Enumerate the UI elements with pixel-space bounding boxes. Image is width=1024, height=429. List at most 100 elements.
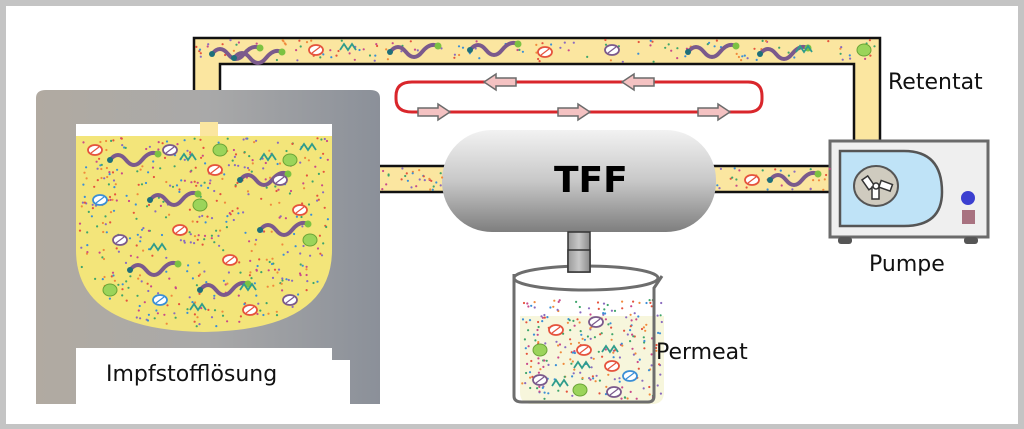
impurity-dot [110, 275, 113, 278]
impurity-dot [868, 39, 872, 42]
impurity-dot [374, 54, 377, 57]
impurity-dot [538, 60, 541, 63]
lipid-particle-icon [102, 283, 118, 297]
impurity-dot [268, 149, 271, 152]
impurity-dot [529, 376, 532, 379]
impurity-dot [281, 279, 284, 282]
impurity-dot [183, 241, 186, 244]
impurity-dot [537, 341, 540, 344]
impurity-dot [120, 172, 123, 175]
impurity-dot [540, 315, 543, 318]
impurity-dot [320, 254, 324, 257]
flow-arrow-left-icon [482, 72, 517, 92]
impurity-dot [656, 314, 659, 317]
impurity-dot [618, 377, 621, 380]
impurity-dot [656, 384, 659, 387]
impurity-dot [239, 271, 242, 274]
impurity-dot [98, 251, 101, 254]
impurity-dot [644, 329, 647, 332]
impurity-dot [198, 323, 201, 326]
impurity-dot [301, 202, 304, 205]
protein-icon [189, 302, 207, 312]
impurity-dot [255, 268, 258, 271]
impurity-dot [186, 270, 189, 273]
impurity-dot [108, 195, 112, 199]
impurity-dot [147, 229, 150, 232]
impurity-dot [604, 43, 608, 46]
impurity-dot [210, 316, 214, 319]
impurity-dot [581, 337, 584, 340]
impurity-dot [353, 58, 356, 61]
impurity-dot [165, 140, 169, 143]
impurity-dot [793, 170, 796, 173]
impurity-dot [527, 305, 530, 308]
protein-icon [573, 360, 591, 370]
impurity-dot [323, 206, 326, 209]
impurity-dot [635, 397, 638, 400]
impurity-dot [277, 188, 280, 191]
impurity-dot [221, 43, 224, 46]
impurity-dot [121, 288, 124, 291]
impurity-dot [637, 315, 640, 318]
impurity-dot [257, 302, 260, 305]
impurity-dot [247, 193, 250, 196]
impurity-dot [105, 166, 108, 170]
impurity-dot [85, 166, 88, 169]
impurity-dot [556, 308, 559, 311]
pump-label: Pumpe [869, 252, 945, 277]
impurity-dot [538, 390, 541, 393]
impurity-dot [207, 43, 210, 46]
impurity-dot [306, 280, 309, 283]
impurity-dot [136, 294, 139, 297]
impurity-dot [809, 188, 812, 191]
impurity-dot [197, 234, 200, 237]
lipid-particle-icon [192, 198, 208, 212]
impurity-dot [102, 230, 105, 234]
impurity-dot [113, 279, 116, 282]
impurity-dot [223, 173, 226, 176]
impurity-dot [157, 141, 160, 144]
impurity-dot [137, 309, 140, 312]
impurity-dot [145, 205, 149, 208]
impurity-dot [604, 312, 607, 315]
impurity-dot [522, 301, 526, 305]
impurity-dot [227, 164, 230, 167]
impurity-dot [196, 220, 199, 223]
impurity-dot [667, 43, 670, 46]
impurity-dot [474, 47, 477, 50]
impurity-dot [272, 284, 275, 287]
impurity-dot [198, 261, 201, 264]
protein-icon [601, 344, 619, 354]
impurity-dot [137, 183, 140, 186]
impurity-dot [169, 184, 172, 187]
impurity-dot [196, 238, 199, 241]
impurity-dot [841, 58, 844, 61]
impurity-dot [310, 39, 313, 42]
impurity-dot [175, 184, 179, 187]
impurity-dot [202, 146, 205, 149]
impurity-dot [170, 294, 173, 297]
impurity-dot [638, 358, 641, 361]
impurity-dot [108, 171, 111, 174]
impurity-dot [650, 353, 653, 356]
impurity-dot [400, 178, 403, 181]
impurity-dot [822, 188, 825, 191]
impurity-dot [136, 193, 139, 196]
impurity-dot [655, 346, 658, 350]
impurity-dot [566, 321, 570, 324]
impurity-dot [280, 282, 283, 285]
impurity-dot [578, 305, 581, 309]
impurity-dot [116, 168, 119, 171]
impurity-dot [660, 301, 663, 305]
impurity-dot [629, 329, 632, 332]
impurity-dot [537, 325, 540, 329]
impurity-dot [209, 179, 212, 182]
impurity-dot [323, 137, 326, 141]
impurity-dot [201, 214, 204, 217]
impurity-dot [557, 356, 560, 359]
impurity-dot [592, 377, 595, 380]
impurity-dot [111, 198, 114, 201]
impurity-dot [543, 313, 546, 317]
impurity-dot [848, 54, 851, 57]
impurity-dot [98, 157, 101, 160]
